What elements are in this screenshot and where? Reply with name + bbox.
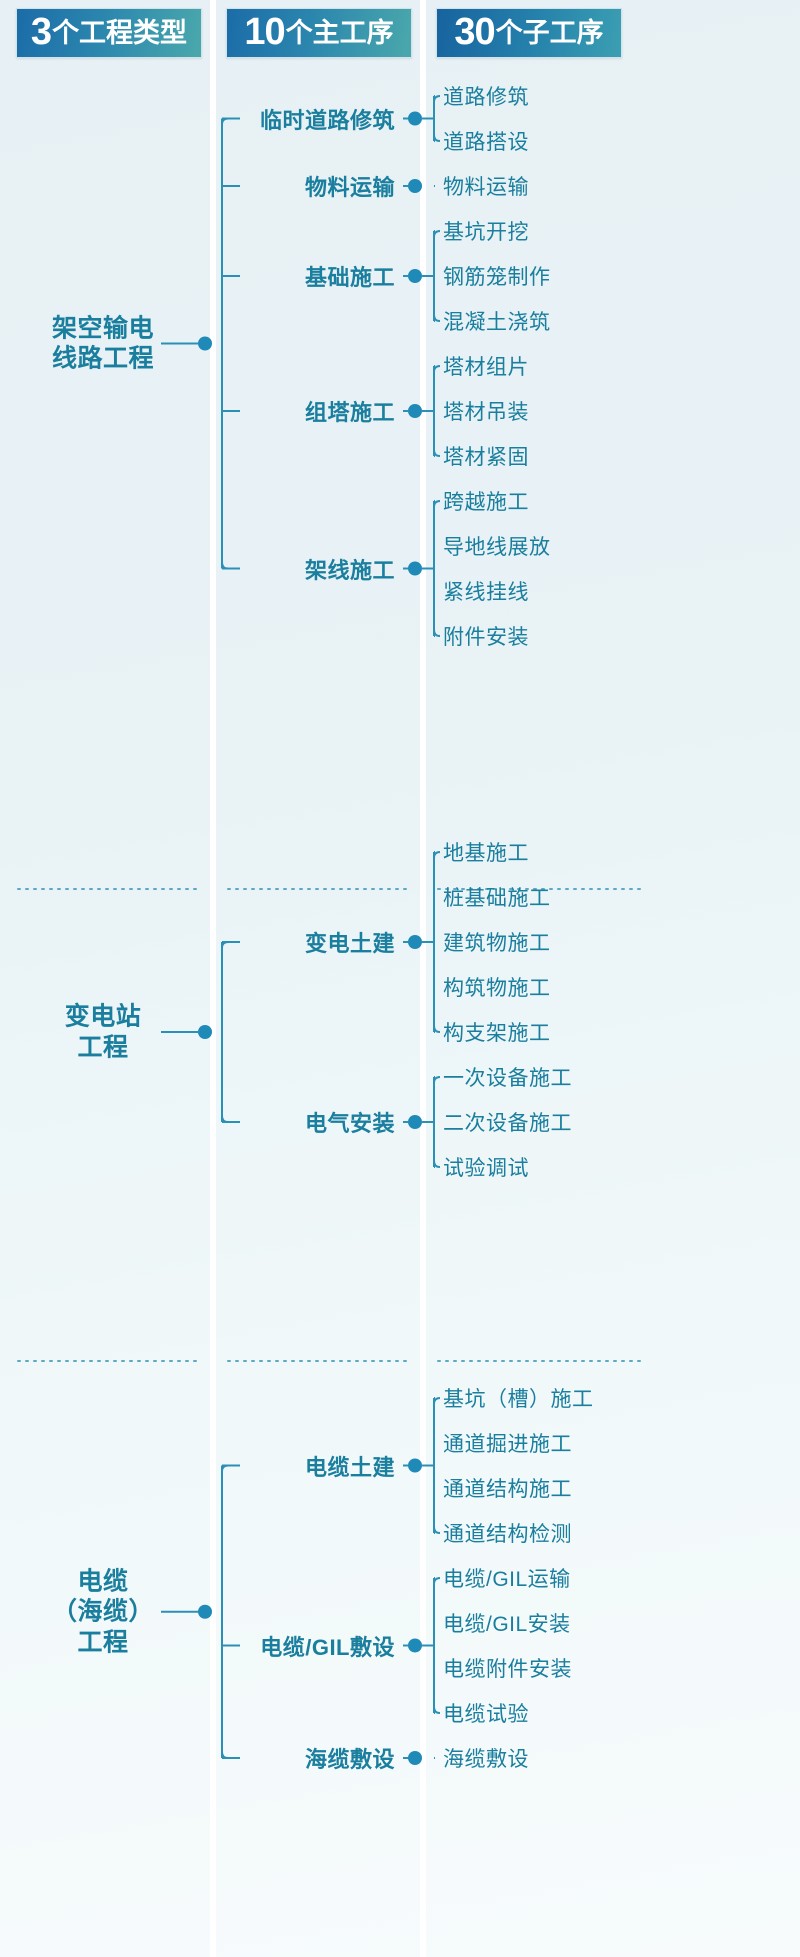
sub-process-overhead-line-2-2[interactable]: 混凝土浇筑 xyxy=(443,311,551,334)
main-process-overhead-line-0[interactable]: 临时道路修筑 xyxy=(259,107,395,133)
sub-process-cable-0-0[interactable]: 基坑（槽）施工 xyxy=(443,1388,594,1411)
header-label-1: 个工程类型 xyxy=(52,17,188,48)
main-process-overhead-line-4[interactable]: 架线施工 xyxy=(304,557,395,583)
sub-process-cable-1-0[interactable]: 电缆/GIL运输 xyxy=(443,1568,571,1591)
sub-process-substation-1-2[interactable]: 试验调试 xyxy=(443,1157,529,1180)
sub-process-overhead-line-2-1[interactable]: 钢筋笼制作 xyxy=(443,266,551,289)
column-divider-1 xyxy=(210,0,216,1957)
header-chip-main-processes: 10 个主工序 xyxy=(226,8,412,58)
sub-process-cable-1-1[interactable]: 电缆/GIL安装 xyxy=(443,1613,571,1636)
sub-process-overhead-line-3-2[interactable]: 塔材紧固 xyxy=(443,446,529,469)
engineering-type-overhead-line-line-2: 线路工程 xyxy=(51,344,155,373)
sub-process-substation-0-4[interactable]: 构支架施工 xyxy=(443,1022,551,1045)
engineering-type-substation-line-2: 工程 xyxy=(77,1033,129,1061)
sub-process-overhead-line-4-0[interactable]: 跨越施工 xyxy=(443,491,529,514)
sub-process-overhead-line-2-0[interactable]: 基坑开挖 xyxy=(443,221,529,244)
main-process-substation-1[interactable]: 电气安装 xyxy=(304,1111,395,1136)
sub-process-overhead-line-3-0[interactable]: 塔材组片 xyxy=(443,356,529,379)
engineering-type-substation[interactable]: 变电站工程 xyxy=(65,1002,142,1063)
sub-process-overhead-line-0-0[interactable]: 道路修筑 xyxy=(443,86,529,109)
header-count-3: 30 xyxy=(454,11,495,53)
sub-process-overhead-line-4-2[interactable]: 紧线挂线 xyxy=(443,581,529,604)
main-process-cable-0[interactable]: 电缆土建 xyxy=(304,1454,395,1480)
sub-process-overhead-line-3-1[interactable]: 塔材吊装 xyxy=(443,401,529,424)
sub-process-overhead-line-4-3[interactable]: 附件安装 xyxy=(443,626,529,649)
engineering-type-cable[interactable]: 电缆（海缆）工程 xyxy=(52,1566,154,1658)
sub-process-overhead-line-0-1[interactable]: 道路搭设 xyxy=(443,131,529,154)
sub-process-overhead-line-1-0[interactable]: 物料运输 xyxy=(443,176,529,199)
header-count-2: 10 xyxy=(244,11,285,53)
header-label-2: 个主工序 xyxy=(285,17,394,48)
header-row: 3 个工程类型 10 个主工序 30 个子工序 xyxy=(0,0,800,72)
sub-process-cable-1-3[interactable]: 电缆试验 xyxy=(443,1703,529,1726)
sub-process-substation-0-3[interactable]: 构筑物施工 xyxy=(443,977,551,1000)
main-process-cable-2[interactable]: 海缆敷设 xyxy=(304,1747,395,1772)
main-process-overhead-line-2[interactable]: 基础施工 xyxy=(304,265,395,290)
main-process-overhead-line-3[interactable]: 组塔施工 xyxy=(304,400,395,425)
engineering-type-substation-line-1: 变电站 xyxy=(64,1002,142,1031)
column-divider-2 xyxy=(420,0,426,1957)
sub-process-cable-0-3[interactable]: 通道结构检测 xyxy=(443,1523,572,1546)
header-chip-sub-processes: 30 个子工序 xyxy=(436,8,622,58)
header-chip-engineering-types: 3 个工程类型 xyxy=(16,8,202,58)
engineering-type-overhead-line[interactable]: 架空输电线路工程 xyxy=(52,313,154,374)
header-label-3: 个子工序 xyxy=(495,17,604,48)
sub-process-overhead-line-4-1[interactable]: 导地线展放 xyxy=(443,536,551,559)
sub-process-substation-1-0[interactable]: 一次设备施工 xyxy=(443,1067,572,1090)
header-count-1: 3 xyxy=(30,11,52,53)
engineering-type-cable-line-2: （海缆） xyxy=(51,1597,155,1626)
engineering-type-cable-line-1: 电缆 xyxy=(77,1567,129,1595)
main-process-cable-1[interactable]: 电缆/GIL敷设 xyxy=(260,1634,395,1660)
main-process-overhead-line-1[interactable]: 物料运输 xyxy=(304,175,395,200)
sub-process-cable-0-2[interactable]: 通道结构施工 xyxy=(443,1478,572,1501)
sub-process-cable-1-2[interactable]: 电缆附件安装 xyxy=(443,1658,572,1681)
sub-process-cable-0-1[interactable]: 通道掘进施工 xyxy=(443,1433,572,1456)
sub-process-substation-0-2[interactable]: 建筑物施工 xyxy=(443,932,551,955)
main-process-substation-0[interactable]: 变电土建 xyxy=(304,931,395,956)
engineering-type-cable-line-3: 工程 xyxy=(77,1628,129,1656)
sub-process-cable-2-0[interactable]: 海缆敷设 xyxy=(443,1748,529,1771)
sub-process-substation-0-1[interactable]: 桩基础施工 xyxy=(443,887,551,910)
sub-process-substation-0-0[interactable]: 地基施工 xyxy=(443,842,529,865)
engineering-type-overhead-line-line-1: 架空输电 xyxy=(51,314,155,342)
sub-process-substation-1-1[interactable]: 二次设备施工 xyxy=(443,1112,572,1135)
